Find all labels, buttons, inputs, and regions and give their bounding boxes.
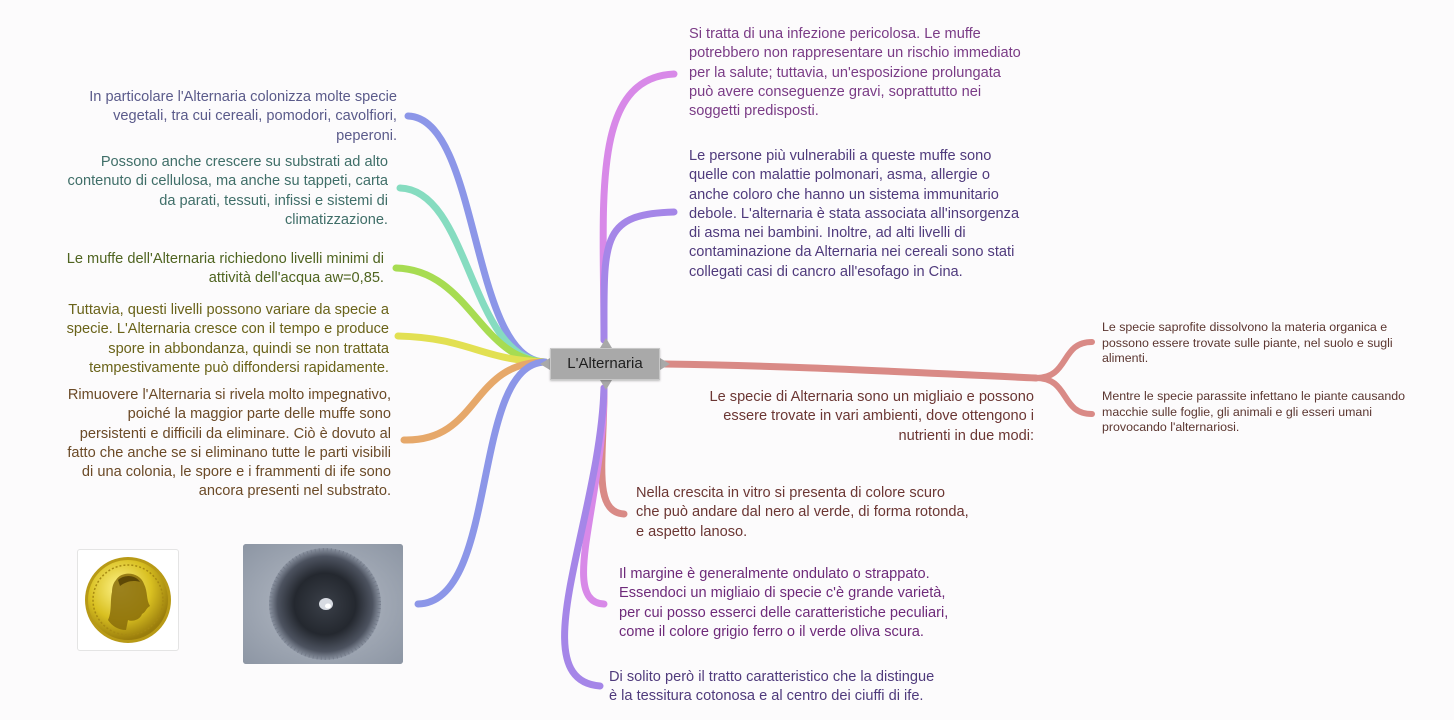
topic-colonizza[interactable]: In particolare l'Alternaria colonizza mo… — [89, 89, 397, 144]
central-arrow-left — [540, 358, 550, 370]
subtopic-parassite[interactable]: Mentre le specie parassite infettano le … — [1102, 389, 1406, 435]
coin-portrait-image[interactable] — [77, 549, 179, 651]
topic-livelli[interactable]: Tuttavia, questi livelli possono variare… — [66, 302, 389, 376]
branch-left-photo — [414, 358, 549, 608]
subtopic-saprofite[interactable]: Le specie saprofite dissolvono la materi… — [1102, 320, 1393, 366]
branch-right-1 — [599, 70, 678, 344]
topic-substrati[interactable]: Possono anche crescere su substrati ad a… — [67, 154, 388, 228]
branch-right-3 — [660, 360, 1040, 382]
branch-sub-1 — [1033, 339, 1095, 381]
central-arrow-right — [660, 358, 670, 370]
topic-attivita-acqua[interactable]: Le muffe dell'Alternaria richiedono live… — [66, 251, 384, 287]
branch-right-6 — [561, 384, 608, 690]
branch-left-4 — [394, 332, 549, 366]
topic-tessitura[interactable]: Di solito però il tratto caratteristico … — [609, 669, 935, 705]
branch-left-5 — [400, 358, 549, 444]
mold-colony-icon — [243, 544, 403, 664]
topic-rimozione[interactable]: Rimuovere l'Alternaria si rivela molto i… — [67, 387, 391, 500]
branch-sub-2 — [1033, 375, 1095, 417]
topic-infezione[interactable]: Si tratta di una infezione pericolosa. L… — [689, 26, 1021, 120]
topic-specie[interactable]: Le specie di Alternaria sono un migliaio… — [709, 389, 1034, 444]
mold-colony-photo[interactable] — [243, 544, 403, 664]
central-arrow-down — [600, 380, 612, 390]
topic-vulnerabili[interactable]: Le persone più vulnerabili a queste muff… — [689, 148, 1020, 280]
branch-right-2 — [600, 208, 678, 344]
topic-crescita-vitro[interactable]: Nella crescita in vitro si presenta di c… — [636, 485, 969, 540]
central-topic[interactable]: L'Alternaria — [550, 348, 660, 380]
topic-margine[interactable]: Il margine è generalmente ondulato o str… — [619, 566, 949, 640]
branch-left-1 — [404, 112, 549, 366]
central-arrow-up — [600, 338, 612, 348]
coin-icon — [85, 557, 171, 643]
